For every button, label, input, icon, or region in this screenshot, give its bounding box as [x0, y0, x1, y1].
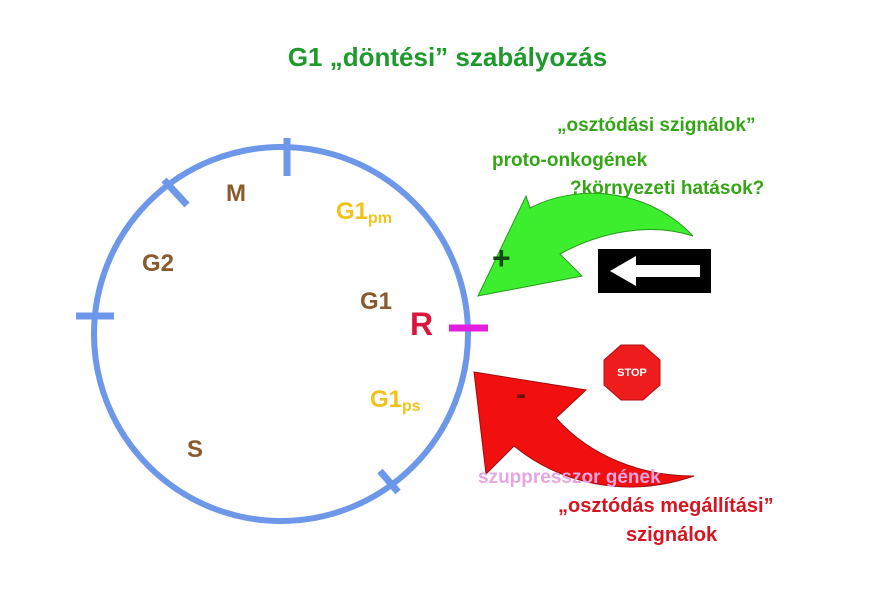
page-title: G1 „döntési” szabályozás — [287, 42, 608, 72]
suppressor-genes-label: szuppresszor gének — [478, 467, 661, 488]
g1pm-sub: pm — [368, 210, 393, 227]
environmental-effects-label: ?környezeti hatások? — [570, 178, 765, 199]
cell-cycle-circle — [91, 144, 471, 524]
phase-g1pm-label: G1pm — [336, 198, 392, 228]
g1pm-main: G1 — [336, 198, 369, 225]
g1ps-main: G1 — [370, 386, 403, 413]
stop-signals-label-line2: szignálok — [626, 524, 718, 546]
minus-symbol: - — [516, 378, 526, 411]
phase-g1ps-label: G1ps — [370, 386, 421, 416]
stop-sign-icon: STOP — [603, 344, 661, 401]
green-curved-arrow — [477, 192, 694, 297]
tick-lower-right — [377, 468, 401, 495]
plus-symbol: + — [492, 240, 511, 276]
stop-signals-label-line1: „osztódás megállítási” — [558, 495, 774, 517]
phase-m-label: M — [226, 180, 246, 207]
phase-g1-label: G1 — [360, 288, 393, 315]
g1ps-sub: ps — [402, 398, 421, 415]
red-curved-arrow — [473, 371, 695, 488]
proto-oncogenes-label: proto-onkogének — [492, 150, 648, 171]
phase-g2-label: G2 — [142, 250, 175, 277]
stop-sign-text: STOP — [617, 367, 647, 379]
division-signals-label: „osztódási szignálok” — [557, 115, 756, 136]
left-arrow-sign-icon — [598, 249, 711, 293]
restriction-point-label: R — [410, 306, 434, 342]
phase-s-label: S — [187, 436, 204, 463]
tick-upper-left — [161, 177, 190, 208]
